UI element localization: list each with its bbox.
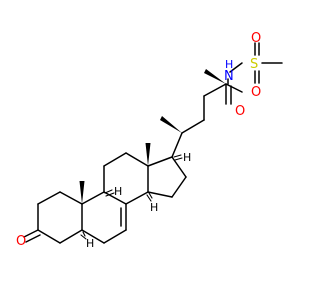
stereo-h-c5-label: H (86, 237, 94, 250)
sulfonyl-group (254, 42, 283, 84)
stereo-h-c17-label: H (183, 151, 191, 164)
sulfonyl-oxygen-bottom-label: O (251, 85, 261, 100)
ring-c (103, 152, 149, 205)
ketone-oxygen-label: O (16, 234, 26, 249)
stereo-hash-bonds (80, 154, 183, 240)
stereo-h-c14-label: H (150, 201, 158, 214)
ring-a (37, 191, 83, 244)
side-chain (160, 62, 243, 158)
ring-b (81, 191, 127, 244)
sulfonyl-oxygen-top-label: O (251, 31, 261, 46)
molecule-structure: O O N H S O O H H H H (16, 31, 283, 250)
ketone-group (23, 229, 41, 243)
amide-oxygen-label: O (235, 104, 245, 119)
amide-nitrogen-label: N (224, 69, 234, 84)
ring-d (147, 156, 187, 198)
sulfur-label: S (250, 57, 258, 72)
stereo-h-c9-label: H (114, 185, 122, 198)
amide-hydrogen-label: H (225, 58, 233, 71)
angular-methyls (79, 143, 151, 204)
